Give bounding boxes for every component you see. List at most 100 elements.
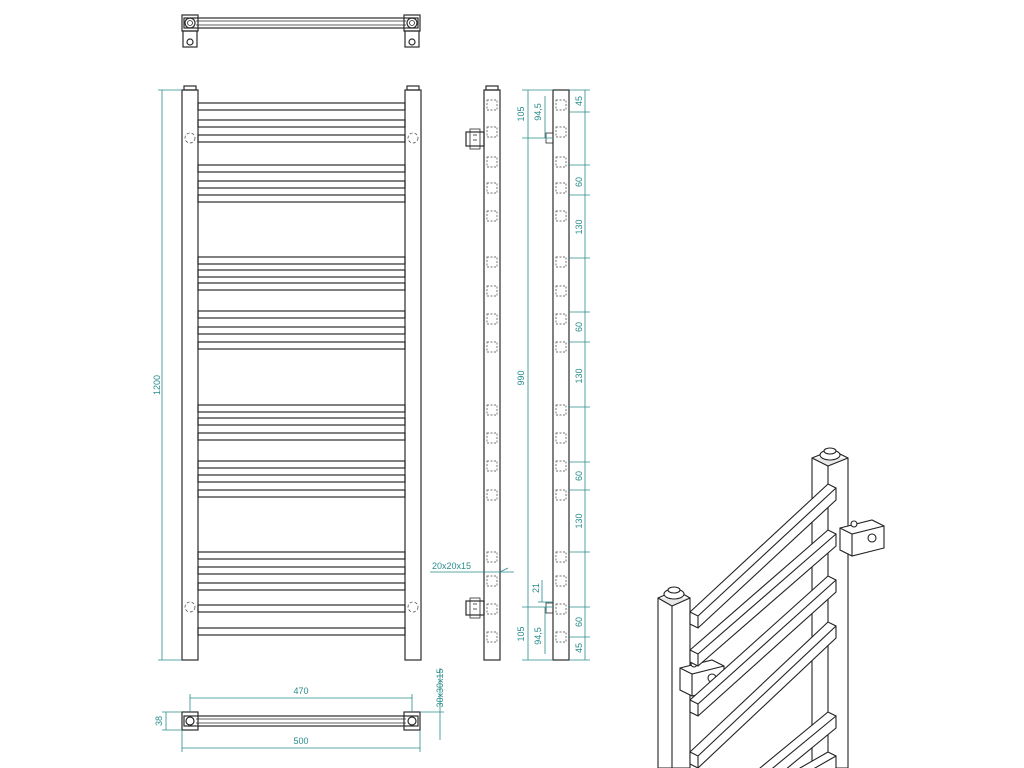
dim-1200: 1200	[152, 375, 162, 395]
iso-rail	[689, 483, 837, 629]
dim-45-bottom: 45	[574, 643, 584, 653]
dim-130-b: 130	[574, 368, 584, 383]
side1-rail-sections	[486, 99, 498, 643]
rail	[197, 604, 406, 613]
dim-94-5-top: 94,5	[533, 103, 543, 121]
rail	[197, 474, 406, 483]
rail-section	[486, 341, 498, 353]
rail-section	[486, 182, 498, 194]
iso-rail	[689, 575, 837, 717]
dim-94-5-bottom: 94,5	[533, 627, 543, 645]
rail-section	[555, 460, 567, 472]
dim-105-bottom: 105	[516, 626, 526, 641]
dim-105-top: 105	[516, 106, 526, 121]
dim-130-a: 130	[574, 219, 584, 234]
rail-section	[486, 313, 498, 325]
top-view	[181, 14, 421, 48]
rail-section	[555, 210, 567, 222]
rail	[197, 310, 406, 319]
iso-rails	[689, 483, 837, 768]
dim-30x30x15: 30x30x15	[435, 668, 445, 707]
dim-60-b: 60	[574, 322, 584, 332]
dim-60-d: 60	[574, 617, 584, 627]
rail-section	[486, 551, 498, 563]
rail	[197, 417, 406, 426]
side1-dimensions: 20x20x15	[430, 561, 514, 573]
iso-rail	[689, 621, 837, 768]
rail-section	[486, 631, 498, 643]
rail	[197, 102, 406, 111]
dim-60-a: 60	[574, 177, 584, 187]
rail	[197, 627, 406, 636]
rail	[197, 341, 406, 350]
dim-130-c: 130	[574, 513, 584, 528]
rail	[197, 460, 406, 469]
side-view-brackets	[465, 85, 501, 661]
rail-section	[555, 99, 567, 111]
rail-section	[555, 489, 567, 501]
front-dimensions: 1200	[152, 89, 182, 661]
bottom-dimensions: 470 500 38 30x30x15	[154, 668, 445, 752]
side-view-profile	[545, 89, 570, 661]
rail	[197, 180, 406, 189]
rail-section	[486, 432, 498, 444]
rail	[197, 134, 406, 143]
center-dimensions: 105 94,5 990 21 105 94,5	[516, 89, 553, 661]
rail	[197, 489, 406, 498]
rail-section	[486, 285, 498, 297]
rail	[197, 269, 406, 278]
rail	[197, 256, 406, 265]
rail-section	[555, 341, 567, 353]
rail-section	[486, 156, 498, 168]
front-rails	[197, 102, 406, 636]
rail-section	[486, 575, 498, 587]
rail-section	[555, 551, 567, 563]
iso-rail	[799, 751, 837, 768]
dim-990: 990	[516, 370, 526, 385]
rail-section	[486, 603, 498, 615]
rail-section	[486, 99, 498, 111]
rail-section	[486, 460, 498, 472]
rail-section	[486, 210, 498, 222]
rail	[197, 582, 406, 591]
dim-45-top: 45	[574, 96, 584, 106]
bottom-view	[181, 711, 421, 731]
rail-section	[555, 156, 567, 168]
dim-470: 470	[293, 686, 308, 696]
rail-section	[486, 256, 498, 268]
rail-section	[486, 489, 498, 501]
rail-section	[555, 575, 567, 587]
dim-20x20x15: 20x20x15	[432, 561, 471, 571]
rail	[197, 194, 406, 203]
rail-section	[555, 285, 567, 297]
dim-60-c: 60	[574, 471, 584, 481]
dim-21: 21	[531, 583, 541, 593]
iso-rail	[689, 529, 837, 667]
rail	[197, 119, 406, 128]
rail-section	[486, 404, 498, 416]
rail-section	[555, 126, 567, 138]
rail	[197, 432, 406, 441]
rail	[197, 282, 406, 291]
rail-section	[555, 404, 567, 416]
rail	[197, 326, 406, 335]
front-view	[181, 85, 422, 661]
rail	[197, 551, 406, 560]
rail-section	[486, 126, 498, 138]
rail-section	[555, 182, 567, 194]
rail-section	[555, 256, 567, 268]
rail-section	[555, 432, 567, 444]
dim-500: 500	[293, 736, 308, 746]
rail	[197, 164, 406, 173]
dim-38: 38	[154, 716, 164, 726]
isometric-detail	[657, 447, 885, 768]
rail	[197, 566, 406, 575]
iso-rail	[759, 711, 837, 768]
rail	[197, 404, 406, 413]
rail-section	[555, 631, 567, 643]
rail-section	[555, 603, 567, 615]
side2-rail-sections	[555, 99, 567, 643]
rail-section	[555, 313, 567, 325]
spacing-dimensions: 45 60 130 60 130 60 130 60 45	[569, 89, 590, 661]
